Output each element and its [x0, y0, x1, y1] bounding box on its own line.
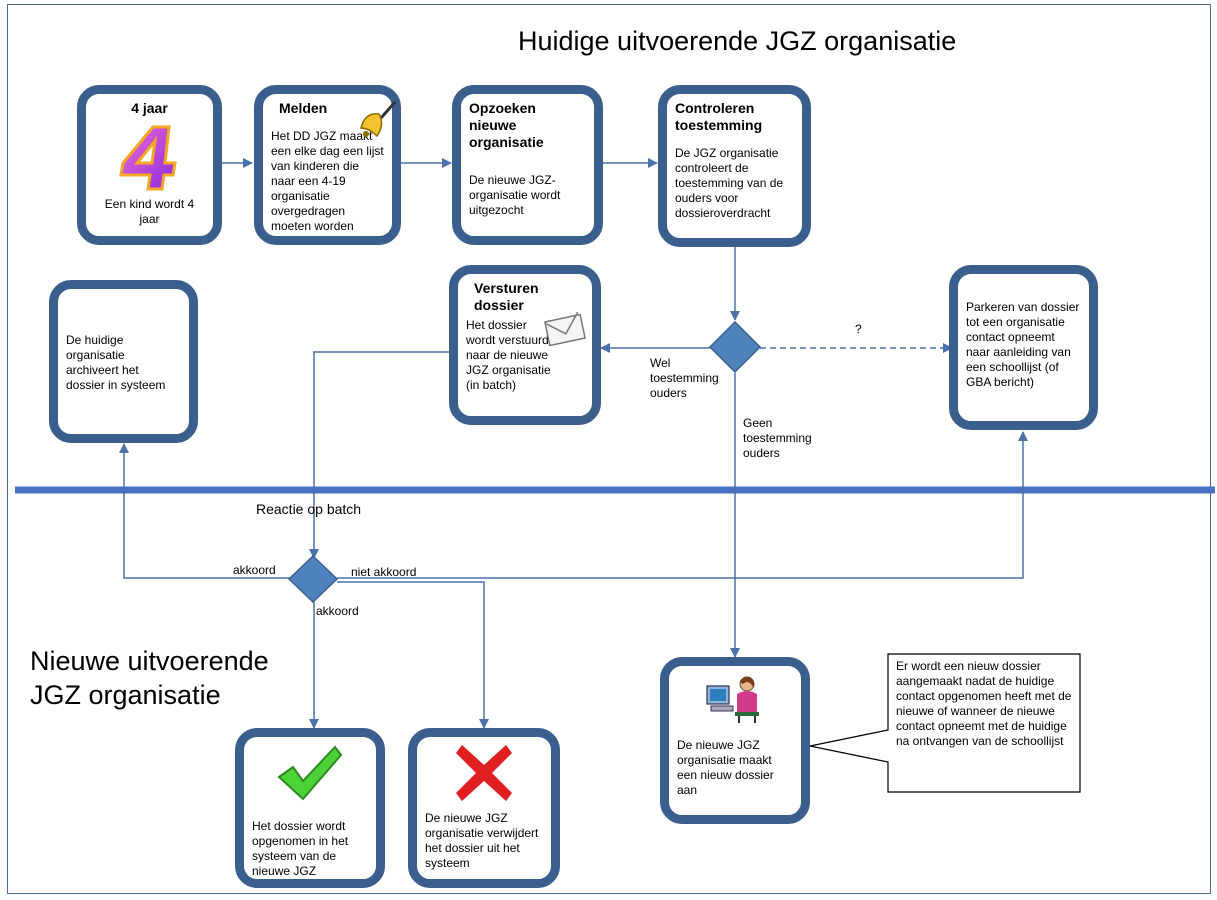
- box-opzoeken-text: De nieuwe JGZ-organisatie wordt uitgezoc…: [469, 173, 561, 217]
- diagram-frame: [7, 4, 1211, 894]
- label-wel-toestemming: Wel toestemming ouders: [650, 356, 719, 400]
- new-org-title-line2: JGZ organisatie: [30, 680, 221, 710]
- arrow-batch-verwijdert: [337, 581, 489, 729]
- box-archiveert-text: De huidige organisatie archiveert het do…: [66, 333, 166, 392]
- box-verwijdert-text: De nieuwe JGZ organisatie verwijdert het…: [425, 811, 539, 870]
- box-controleren-text: De JGZ organisatie controleert de toeste…: [675, 146, 784, 220]
- box-melden-title: Melden: [279, 100, 328, 116]
- label-geen-toestemming: Geen toestemming ouders: [743, 416, 812, 460]
- arrow-batch-parkeren: [337, 431, 1028, 579]
- label-question: ?: [855, 322, 862, 336]
- new-org-title-line1: Nieuwe uitvoerende: [30, 646, 269, 676]
- callout-bubble: [809, 653, 1081, 793]
- box-melden-text: Het DD JGZ maakt een elke dag een lijst …: [271, 129, 384, 233]
- consent-decision-diamond: [708, 320, 762, 374]
- label-akkoord-left: akkoord: [233, 563, 276, 577]
- number-four-icon: [118, 125, 177, 191]
- person-at-computer-icon: [706, 676, 759, 723]
- box-four-years: 4 jaar Een kind wordt 4 jaar: [77, 85, 222, 245]
- label-akkoord-below: akkoord: [316, 604, 359, 618]
- box-parkeren: Parkeren van dossier tot een organisatie…: [949, 265, 1098, 430]
- check-icon: [277, 745, 343, 801]
- cross-icon: [456, 745, 512, 801]
- box-archiveert: De huidige organisatie archiveert het do…: [49, 280, 198, 443]
- box-controleren-title: Controleren toestemming: [675, 100, 763, 133]
- box-versturen-text: Het dossier wordt verstuurd naar de nieu…: [466, 318, 551, 392]
- box-four-years-text: Een kind wordt 4 jaar: [104, 197, 195, 226]
- box-nieuw-dossier: De nieuwe JGZ organisatie maakt een nieu…: [660, 657, 810, 824]
- box-verwijdert: De nieuwe JGZ organisatie verwijdert het…: [408, 728, 560, 888]
- box-controleren: Controleren toestemming De JGZ organisat…: [658, 85, 811, 247]
- label-niet-akkoord: niet akkoord: [351, 565, 417, 579]
- current-org-title: Huidige uitvoerende JGZ organisatie: [518, 26, 957, 56]
- arrow-batch-archiveert: [119, 443, 290, 579]
- box-four-years-title: 4 jaar: [131, 100, 168, 116]
- label-reactie-op-batch: Reactie op batch: [256, 501, 362, 517]
- box-parkeren-text: Parkeren van dossier tot een organisatie…: [966, 300, 1080, 389]
- box-melden: Melden Het DD JGZ maakt een elke dag een…: [254, 85, 401, 245]
- bell-icon: [360, 101, 397, 138]
- batch-decision-diamond: [287, 554, 339, 604]
- callout-text: Er wordt een nieuw dossier aangemaakt na…: [896, 659, 1072, 748]
- arrow-versturen-batch: [309, 351, 450, 559]
- box-versturen-title: Versturen dossier: [474, 280, 539, 313]
- box-versturen: Versturen dossier Het dossier wordt vers…: [449, 265, 601, 425]
- box-opzoeken: Opzoeken nieuwe organisatie De nieuwe JG…: [452, 85, 603, 245]
- box-nieuw-dossier-text: De nieuwe JGZ organisatie maakt een nieu…: [677, 738, 774, 797]
- box-opgenomen: Het dossier wordt opgenomen in het syste…: [235, 728, 385, 888]
- box-opzoeken-title: Opzoeken nieuwe organisatie: [469, 100, 544, 150]
- envelope-icon: [544, 312, 586, 347]
- box-opgenomen-text: Het dossier wordt opgenomen in het syste…: [252, 819, 349, 878]
